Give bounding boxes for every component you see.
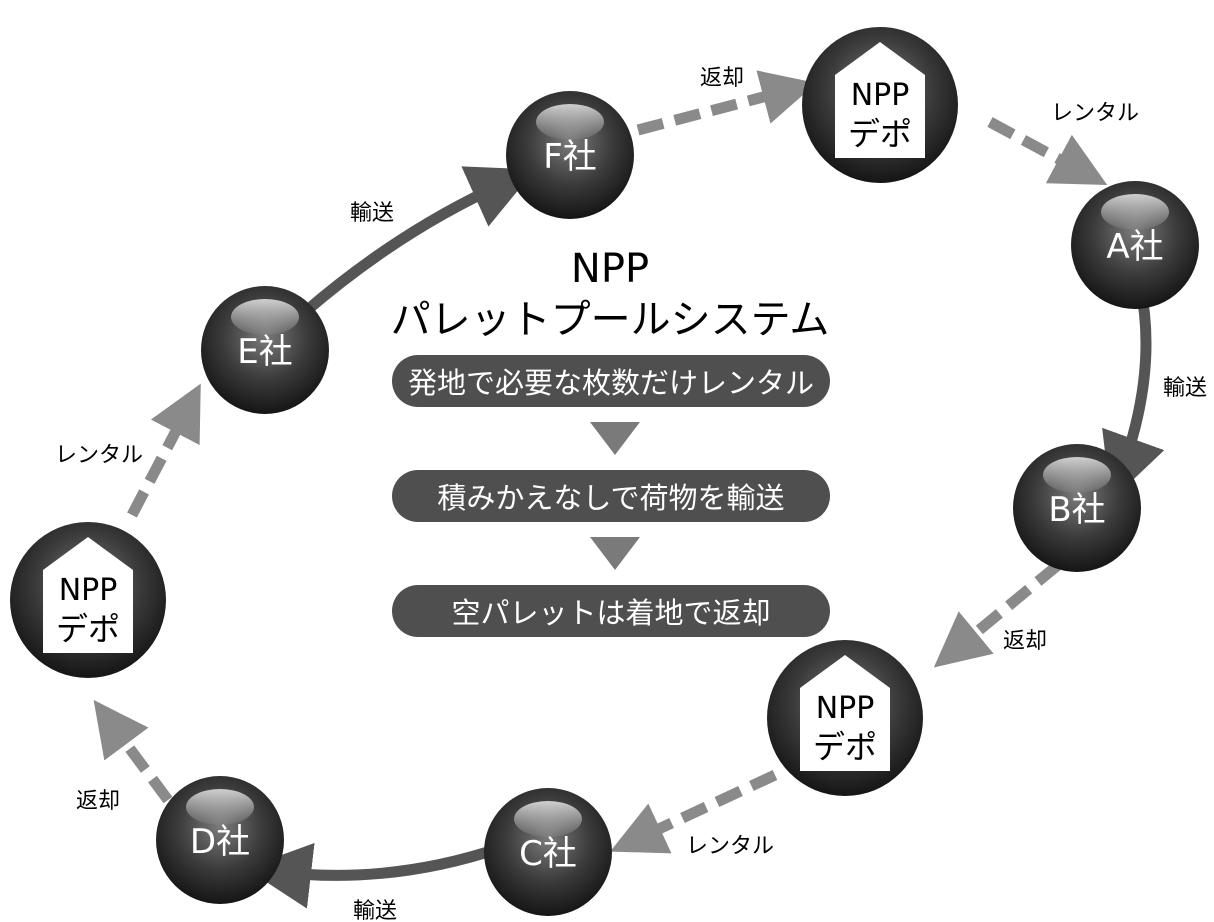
house-icon	[835, 42, 925, 158]
node-company-c-label: C社	[519, 834, 577, 874]
node-company-f: F社	[506, 91, 634, 219]
rental-arrow-depot3-e	[127, 383, 201, 518]
node-company-b-label: B社	[1048, 490, 1105, 530]
transport-arrow-a-b	[1102, 283, 1165, 502]
return-arrow-d-depot3	[93, 699, 173, 804]
node-depot-left: NPP デポ	[10, 522, 166, 678]
label-transport-bottom: 輸送	[353, 899, 397, 922]
label-return-right: 返却	[1003, 629, 1047, 654]
rental-arrow-depot2-c	[610, 770, 778, 854]
down-triangle-icon	[590, 537, 640, 570]
node-depot-top-line2: デポ	[848, 115, 912, 153]
node-company-d-label: D社	[190, 822, 250, 862]
node-company-e-label: E社	[237, 332, 292, 372]
step-2-label: 積みかえなしで荷物を輸送	[437, 481, 784, 515]
label-transport-right: 輸送	[1163, 376, 1207, 401]
rental-arrow-depot1-a	[987, 117, 1108, 186]
step-3-label: 空パレットは着地で返却	[451, 596, 770, 630]
down-triangle-icon	[590, 422, 640, 455]
return-arrow-f-depot1	[636, 70, 817, 136]
house-icon	[800, 655, 890, 771]
node-depot-left-line1: NPP	[59, 573, 118, 608]
house-icon	[43, 537, 133, 653]
node-depot-bottom-right: NPP デポ	[767, 640, 923, 796]
transport-arrow-c-d	[245, 842, 502, 909]
node-company-f-label: F社	[543, 137, 597, 177]
label-return-top: 返却	[700, 66, 744, 91]
label-transport-top-left: 輸送	[350, 201, 394, 226]
node-depot-top-line1: NPP	[851, 78, 910, 113]
node-depot-left-line2: デポ	[56, 610, 120, 648]
step-1-label: 発地で必要な枚数だけレンタル	[408, 366, 814, 400]
node-company-b: B社	[1013, 444, 1141, 572]
node-depot-bottom-right-line2: デポ	[813, 728, 877, 766]
node-company-c: C社	[484, 788, 612, 916]
transport-arrow-e-f	[301, 166, 536, 317]
label-rental-top-right: レンタル	[1051, 101, 1139, 126]
label-rental-left: レンタル	[55, 443, 143, 468]
title-line-1: NPP	[571, 246, 649, 292]
node-company-d: D社	[156, 776, 284, 904]
node-company-a-label: A社	[1106, 227, 1163, 267]
node-company-a: A社	[1071, 181, 1199, 309]
step-2: 積みかえなしで荷物を輸送	[392, 470, 830, 522]
label-rental-bottom: レンタル	[686, 834, 774, 859]
step-1: 発地で必要な枚数だけレンタル	[392, 355, 830, 407]
node-depot-bottom-right-line1: NPP	[816, 691, 875, 726]
title-line-2: パレットプールシステム	[391, 297, 830, 343]
node-depot-top: NPP デポ	[802, 27, 958, 183]
node-company-e: E社	[201, 286, 329, 414]
return-arrow-b-depot2	[933, 560, 1062, 668]
label-return-left: 返却	[76, 789, 120, 814]
step-3: 空パレットは着地で返却	[392, 585, 830, 637]
